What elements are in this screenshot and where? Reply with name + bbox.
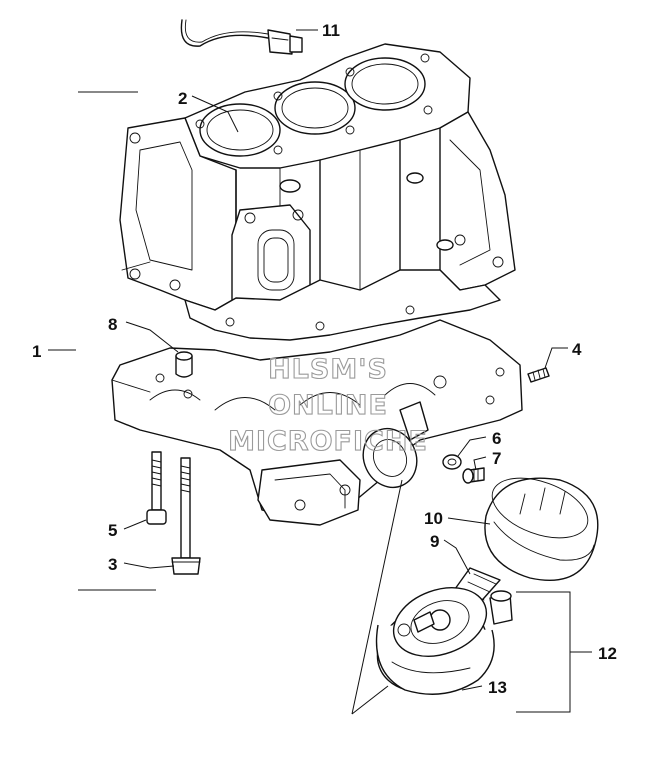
callout-10: 10 <box>424 509 443 528</box>
stud <box>527 367 550 383</box>
cylinder-block <box>119 43 516 341</box>
screw <box>462 467 485 484</box>
crankcase-bolt-long <box>171 457 201 575</box>
callout-8: 8 <box>108 315 117 334</box>
callout-12: 12 <box>598 644 617 663</box>
lower-crankcase <box>111 319 523 526</box>
callout-11: 11 <box>322 21 340 40</box>
leader-lines <box>48 29 592 715</box>
callout-2: 2 <box>178 89 187 108</box>
watermark-line-1: HLSM'S <box>268 354 388 385</box>
callout-5: 5 <box>108 521 117 540</box>
knock-sensor <box>180 19 303 55</box>
oil-filter <box>484 477 599 582</box>
callout-13: 13 <box>488 678 507 697</box>
callout-6: 6 <box>492 429 501 448</box>
watermark-line-2: ONLINE <box>268 390 388 421</box>
callout-1: 1 <box>32 342 41 361</box>
oil-cooler-adapter <box>375 587 513 695</box>
watermark: HLSM'S ONLINE MICROFICHE <box>228 353 428 457</box>
callout-9: 9 <box>430 532 439 551</box>
washer <box>442 454 462 470</box>
dowel-pin <box>175 351 193 378</box>
callouts: 11 2 1 8 4 6 7 10 9 5 3 12 13 <box>32 21 617 697</box>
callout-3: 3 <box>108 555 117 574</box>
watermark-line-3: MICROFICHE <box>228 426 428 457</box>
crankcase-bolt-short <box>146 451 167 525</box>
callout-4: 4 <box>572 340 582 359</box>
callout-7: 7 <box>492 449 501 468</box>
